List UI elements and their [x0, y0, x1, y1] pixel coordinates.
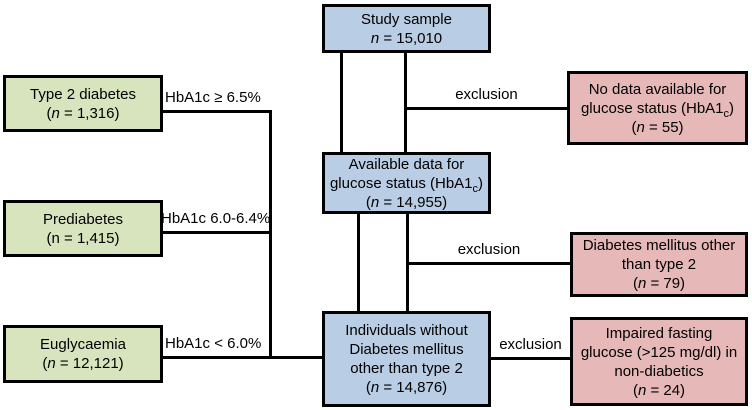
- box-line: Diabetes mellitus: [349, 340, 463, 359]
- box-line: glucose (>125 mg/dl) in: [581, 343, 737, 362]
- box-line: glucose status (HbA1c): [580, 99, 735, 120]
- text-run: Type 2 diabetes: [30, 85, 136, 103]
- box-line: non-diabetics: [614, 362, 703, 381]
- edge-label-hba1c-high: HbA1c ≥ 6.5%: [165, 89, 261, 106]
- text-run: (: [632, 381, 638, 399]
- box-line: No data available for: [589, 80, 727, 99]
- text-run: (n = 1,415): [46, 229, 120, 247]
- box-line: (n = 12,121): [42, 354, 123, 373]
- text-run-italic-n: n: [47, 355, 56, 372]
- text-run: (: [632, 275, 638, 292]
- text-run-italic-n: n: [637, 381, 647, 399]
- available-data-box: Available data for glucose status (HbA1c…: [322, 152, 491, 214]
- box-line: Individuals without: [345, 321, 468, 340]
- text-run: Study sample: [361, 10, 452, 28]
- connector-euglycaemia-to-individuals: [160, 356, 325, 359]
- text-run: (: [42, 355, 48, 372]
- text-run: (: [365, 193, 371, 211]
- study-sample-box: Study sample n = 15,010: [322, 4, 491, 53]
- text-run: Available data for: [348, 155, 465, 173]
- connector-left-vertical: [269, 110, 272, 359]
- box-line: than type 2: [622, 255, 696, 274]
- box-line: (n = 1,415): [47, 229, 120, 248]
- text-run: Impaired fasting: [605, 324, 713, 342]
- box-line: Available data for: [349, 155, 465, 174]
- box-line: (n = 1,316): [47, 104, 120, 123]
- text-run: Diabetes mellitus: [349, 341, 464, 358]
- connector-exclusion3: [489, 357, 572, 360]
- box-line: Type 2 diabetes: [30, 85, 136, 104]
- ifg-exclusion-box: Impaired fasting glucose (>125 mg/dl) in…: [570, 317, 748, 406]
- text-run: (: [46, 104, 52, 122]
- text-run: non-diabetics: [614, 362, 704, 380]
- connector-prediabetes-branch: [160, 231, 272, 234]
- edge-label-hba1c-mid: HbA1c 6.0-6.4%: [161, 210, 271, 227]
- dm-other-exclusion-box: Diabetes mellitus other than type 2 (n =…: [570, 232, 748, 297]
- edge-label-hba1c-low: HbA1c < 6.0%: [165, 335, 262, 352]
- text-run-subscript: c: [472, 182, 479, 195]
- edge-label-exclusion-3: exclusion: [499, 336, 562, 353]
- individuals-without-dm-box: Individuals without Diabetes mellitus ot…: [322, 311, 491, 407]
- text-run: = 79): [646, 275, 686, 292]
- text-run: = 15,010: [379, 29, 443, 47]
- text-run-italic-n: n: [370, 379, 380, 396]
- connector-study-to-available: [340, 51, 343, 154]
- box-line: n = 15,010: [371, 29, 442, 48]
- text-run-italic-n: n: [51, 104, 60, 122]
- text-run: glucose status (HbA1: [580, 99, 724, 117]
- box-line: Diabetes mellitus other: [583, 236, 736, 255]
- box-line: (n = 79): [633, 274, 685, 293]
- connector-exclusion1: [404, 107, 569, 110]
- text-run: = 14,876): [379, 379, 448, 396]
- text-run: glucose status (HbA1: [329, 174, 473, 192]
- text-run-subscript: c: [723, 107, 730, 120]
- prediabetes-box: Prediabetes (n = 1,415): [3, 200, 163, 257]
- no-data-exclusion-box: No data available for glucose status (Hb…: [567, 71, 748, 145]
- connector-exclusion2: [406, 262, 572, 265]
- text-run: Euglycaemia: [40, 336, 126, 353]
- text-run: = 55): [644, 118, 684, 136]
- box-line: Euglycaemia: [40, 335, 126, 354]
- box-line: glucose status (HbA1c): [329, 174, 484, 195]
- type2-diabetes-box: Type 2 diabetes (n = 1,316): [3, 75, 163, 132]
- text-run: glucose (>125 mg/dl) in: [580, 343, 738, 361]
- box-line: (n = 14,876): [366, 378, 447, 397]
- edge-label-exclusion-1: exclusion: [455, 86, 518, 103]
- text-run: than type 2: [621, 256, 697, 273]
- text-run-italic-n: n: [370, 29, 380, 47]
- text-run: other than type 2: [350, 360, 463, 377]
- text-run: = 14,955): [379, 193, 448, 211]
- text-run: ): [729, 99, 735, 117]
- text-run-italic-n: n: [637, 275, 647, 292]
- text-run-italic-n: n: [370, 193, 380, 211]
- text-run: = 12,121): [55, 355, 124, 372]
- box-line: (n = 14,955): [366, 193, 447, 212]
- text-run: (: [631, 118, 637, 136]
- text-run: Individuals without: [345, 322, 468, 339]
- box-line: Impaired fasting: [606, 324, 713, 343]
- connector-study-exclusion-drop: [404, 51, 407, 154]
- text-run: No data available for: [588, 80, 727, 98]
- text-run: Prediabetes: [42, 210, 124, 228]
- text-run-italic-n: n: [636, 118, 645, 136]
- box-line: (n = 55): [631, 118, 683, 137]
- text-run: (: [365, 379, 371, 396]
- euglycaemia-box: Euglycaemia (n = 12,121): [3, 325, 163, 383]
- connector-type2-branch: [160, 110, 272, 113]
- box-line: Prediabetes: [43, 210, 123, 229]
- text-run: ): [478, 174, 484, 192]
- text-run: = 1,316): [59, 104, 120, 122]
- box-line: Study sample: [361, 10, 452, 29]
- box-line: (n = 24): [633, 381, 685, 400]
- connector-available-to-individuals: [357, 212, 360, 313]
- text-run: = 24): [646, 381, 686, 399]
- edge-label-exclusion-2: exclusion: [457, 241, 521, 258]
- box-line: other than type 2: [350, 359, 463, 378]
- text-run: Diabetes mellitus other: [582, 237, 736, 254]
